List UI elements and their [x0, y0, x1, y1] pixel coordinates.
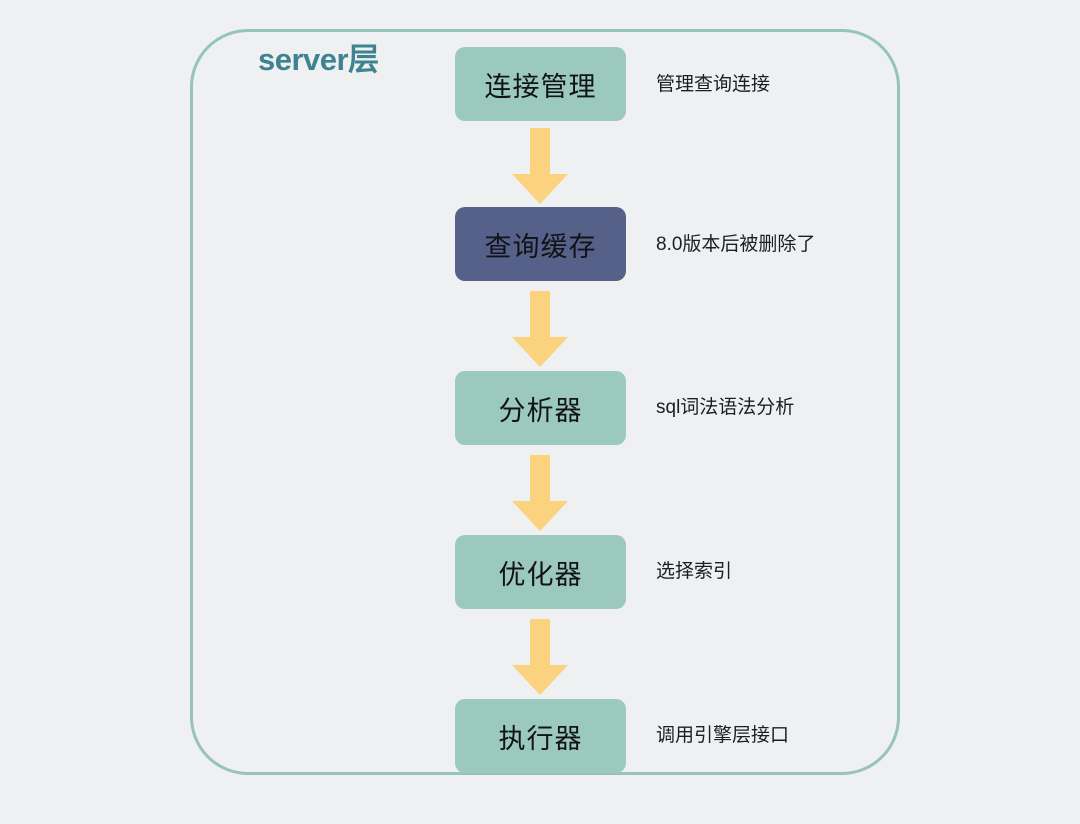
arrow-head	[512, 337, 568, 367]
arrow-head	[512, 665, 568, 695]
arrow-shaft	[530, 291, 550, 339]
server-layer-title: server层	[258, 42, 379, 77]
note-connection-management: 管理查询连接	[656, 74, 771, 95]
arrow-head	[512, 501, 568, 531]
note-executor: 调用引擎层接口	[656, 725, 790, 746]
arrow-down-icon-2	[512, 291, 568, 367]
node-query-cache[interactable]: 查询缓存	[455, 207, 626, 281]
arrow-shaft	[530, 455, 550, 503]
node-executor[interactable]: 执行器	[455, 699, 626, 773]
note-optimizer: 选择索引	[656, 561, 733, 582]
arrow-down-icon-3	[512, 455, 568, 531]
arrow-shaft	[530, 619, 550, 667]
note-query-cache: 8.0版本后被删除了	[656, 234, 816, 255]
note-parser: sql词法语法分析	[656, 397, 795, 418]
node-connection-management[interactable]: 连接管理	[455, 47, 626, 121]
arrow-down-icon-1	[512, 128, 568, 204]
arrow-down-icon-4	[512, 619, 568, 695]
arrow-head	[512, 174, 568, 204]
node-optimizer[interactable]: 优化器	[455, 535, 626, 609]
arrow-shaft	[530, 128, 550, 176]
server-layer-panel	[190, 29, 900, 775]
node-parser[interactable]: 分析器	[455, 371, 626, 445]
